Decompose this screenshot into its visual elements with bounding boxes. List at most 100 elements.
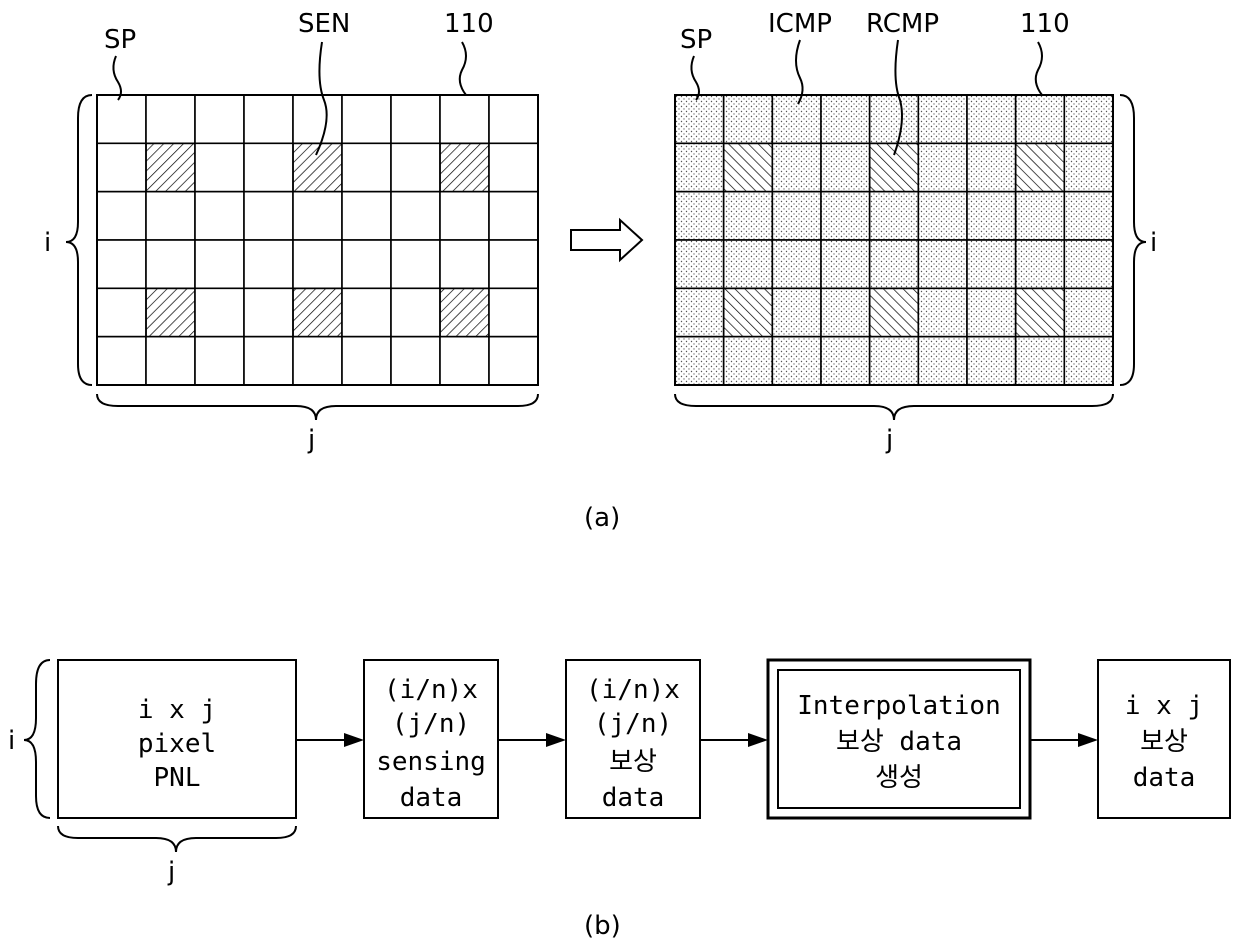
right-grid-cell bbox=[675, 337, 724, 385]
left-grid-cell bbox=[489, 192, 538, 240]
right-grid-cell bbox=[1016, 95, 1065, 143]
right-grid-cell bbox=[1064, 95, 1113, 143]
flow-arrowhead-3 bbox=[748, 733, 768, 747]
right-grid-cell bbox=[1064, 192, 1113, 240]
left-grid-cell bbox=[97, 337, 146, 385]
left-grid-cell bbox=[391, 240, 440, 288]
left-grid-cell bbox=[440, 192, 489, 240]
right-grid-cell bbox=[1064, 337, 1113, 385]
left-grid-cell bbox=[97, 95, 146, 143]
left-grid-cell bbox=[244, 240, 293, 288]
right-grid-cell bbox=[870, 95, 919, 143]
left-grid-cell bbox=[244, 337, 293, 385]
right-grid-cell bbox=[821, 337, 870, 385]
right-grid-cell bbox=[967, 95, 1016, 143]
left-ref-leader bbox=[460, 42, 466, 95]
right-grid-cell bbox=[967, 288, 1016, 336]
flow-brace-rows-label: i bbox=[8, 726, 15, 756]
left-grid-cell bbox=[195, 337, 244, 385]
flow-arrowhead-1 bbox=[344, 733, 364, 747]
right-grid-cell bbox=[675, 288, 724, 336]
left-grid-cell bbox=[440, 240, 489, 288]
left-grid-cell bbox=[391, 337, 440, 385]
right-grid-cell bbox=[918, 143, 967, 191]
right-grid-cell bbox=[724, 95, 773, 143]
flow-box-interpolation-line-1: Interpolation bbox=[797, 691, 1001, 721]
left-grid-cell bbox=[293, 240, 342, 288]
left-grid-cell bbox=[97, 288, 146, 336]
right-grid-cell bbox=[1016, 240, 1065, 288]
right-grid-cell bbox=[675, 192, 724, 240]
right-grid-cell bbox=[967, 240, 1016, 288]
flow-box-interpolation-line-2: 보상 data bbox=[836, 727, 962, 757]
right-grid-hatched-cell bbox=[1016, 143, 1065, 191]
flow-box-interpolation-line-3: 생성 bbox=[875, 763, 923, 793]
left-grid-cell bbox=[342, 143, 391, 191]
left-grid-cell bbox=[489, 240, 538, 288]
right-grid-cell bbox=[772, 337, 821, 385]
left-brace-rows bbox=[66, 95, 92, 385]
left-grid-cell bbox=[342, 192, 391, 240]
right-grid-cell bbox=[918, 337, 967, 385]
left-grid-cell bbox=[195, 240, 244, 288]
right-grid-cell bbox=[870, 337, 919, 385]
flow-box-compensation-line-4: data bbox=[602, 783, 665, 813]
left-brace-cols bbox=[97, 394, 538, 420]
right-grid-cell bbox=[967, 143, 1016, 191]
right-grid-cell bbox=[918, 95, 967, 143]
left-grid-cell bbox=[244, 192, 293, 240]
left-grid-cell bbox=[244, 288, 293, 336]
left-grid-hatched-cell bbox=[293, 288, 342, 336]
left-sp-leader bbox=[113, 56, 121, 100]
right-grid-cell bbox=[724, 337, 773, 385]
right-grid-cell bbox=[918, 240, 967, 288]
right-grid-cell bbox=[724, 192, 773, 240]
left-grid-cell bbox=[244, 143, 293, 191]
right-grid-cell bbox=[821, 143, 870, 191]
right-grid-cell bbox=[821, 288, 870, 336]
right-grid-cell bbox=[1064, 240, 1113, 288]
right-grid-cell bbox=[675, 143, 724, 191]
right-brace-cols bbox=[675, 394, 1113, 420]
flow-box-sensing-line-4: data bbox=[400, 783, 463, 813]
left-grid-cell bbox=[195, 288, 244, 336]
flow-box-panel-line-3: PNL bbox=[154, 763, 201, 793]
left-brace-cols-label: j bbox=[307, 425, 315, 455]
left-grid-cell bbox=[440, 95, 489, 143]
right-ref-label: 110 bbox=[1020, 9, 1070, 39]
left-grid-cell bbox=[489, 337, 538, 385]
caption-a: (a) bbox=[584, 503, 620, 533]
left-grid-cell bbox=[195, 95, 244, 143]
flow-box-output-line-3: data bbox=[1133, 763, 1196, 793]
left-grid-cell bbox=[146, 240, 195, 288]
right-grid-cell bbox=[1016, 192, 1065, 240]
flow-box-compensation-line-2: (j/n) bbox=[594, 709, 672, 739]
right-ref-leader bbox=[1036, 42, 1042, 95]
left-grid-cell bbox=[293, 337, 342, 385]
left-grid-cell bbox=[97, 240, 146, 288]
left-brace-rows-label: i bbox=[44, 228, 51, 258]
right-grid-hatched-cell bbox=[724, 288, 773, 336]
left-grid-cell bbox=[391, 192, 440, 240]
left-grid-hatched-cell bbox=[440, 143, 489, 191]
right-grid-hatched-cell bbox=[724, 143, 773, 191]
right-rcmp-label: RCMP bbox=[866, 9, 939, 39]
right-grid-cell bbox=[772, 143, 821, 191]
right-grid-cell bbox=[772, 240, 821, 288]
right-icmp-label: ICMP bbox=[768, 9, 832, 39]
right-sp-label: SP bbox=[680, 25, 712, 55]
right-grid-cell bbox=[821, 95, 870, 143]
right-brace-rows-label: i bbox=[1150, 228, 1157, 258]
right-grid-cell bbox=[918, 288, 967, 336]
left-grid-cell bbox=[97, 192, 146, 240]
left-grid-cell bbox=[342, 288, 391, 336]
left-grid-hatched-cell bbox=[146, 288, 195, 336]
flow-arrowhead-2 bbox=[546, 733, 566, 747]
right-grid-cell bbox=[870, 192, 919, 240]
right-grid-cell bbox=[772, 95, 821, 143]
right-grid-cell bbox=[1064, 143, 1113, 191]
right-grid-cell bbox=[675, 95, 724, 143]
right-grid-cell bbox=[772, 288, 821, 336]
right-grid-cell bbox=[918, 192, 967, 240]
